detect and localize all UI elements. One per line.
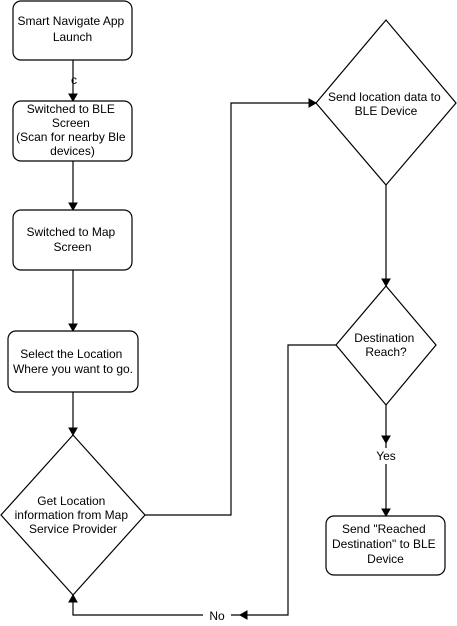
node-send-reached: Send "Reached Destination" to BLE Device <box>325 515 446 576</box>
node-get-location: Get Location information from Map Servic… <box>0 434 146 596</box>
node-text-destination-reach: Destination Reach? <box>354 331 417 359</box>
arrow-no-mid <box>238 610 248 620</box>
arrow-no-to-get <box>68 593 78 603</box>
edge-label-no: No <box>209 609 225 623</box>
arrow-map-to-select <box>68 323 78 333</box>
arrow-send-to-dest <box>381 278 391 288</box>
node-text-select-location: Select the Location Where you want to go… <box>13 347 133 376</box>
edge-labels: c Yes No <box>71 73 402 623</box>
edge-label-launch-to-ble: c <box>71 73 77 87</box>
node-launch: Smart Navigate App Launch <box>12 0 133 61</box>
edges <box>68 60 391 620</box>
node-text-map-screen: Switched to Map Screen <box>26 225 118 254</box>
arrow-select-to-get <box>68 427 78 437</box>
node-send-location: Send location data to BLE Device <box>315 19 457 186</box>
node-text-ble-screen: Switched to BLE Screen (Scan for nearby … <box>16 102 129 158</box>
node-text-send-reached: Send "Reached Destination" to BLE Device <box>332 522 439 566</box>
node-ble-screen: Switched to BLE Screen (Scan for nearby … <box>12 100 133 162</box>
node-destination-reach: Destination Reach? <box>335 285 437 406</box>
edge-label-yes: Yes <box>376 449 396 463</box>
node-text-send-location: Send location data to BLE Device <box>328 90 444 118</box>
arrow-get-to-send <box>308 98 318 108</box>
arrow-yes-mid <box>381 435 391 445</box>
node-select-location: Select the Location Where you want to go… <box>7 330 139 393</box>
arrow-dest-to-reached <box>381 508 391 518</box>
node-map-screen: Switched to Map Screen <box>12 209 133 271</box>
node-text-get-location: Get Location information from Map Servic… <box>15 494 132 536</box>
edge-dest-no-loop <box>72 344 336 616</box>
arrow-launch-to-ble <box>68 93 78 103</box>
node-text-launch: Smart Navigate App Launch <box>17 14 127 44</box>
edge-get-to-send <box>145 102 309 516</box>
arrow-ble-to-map <box>68 202 78 212</box>
